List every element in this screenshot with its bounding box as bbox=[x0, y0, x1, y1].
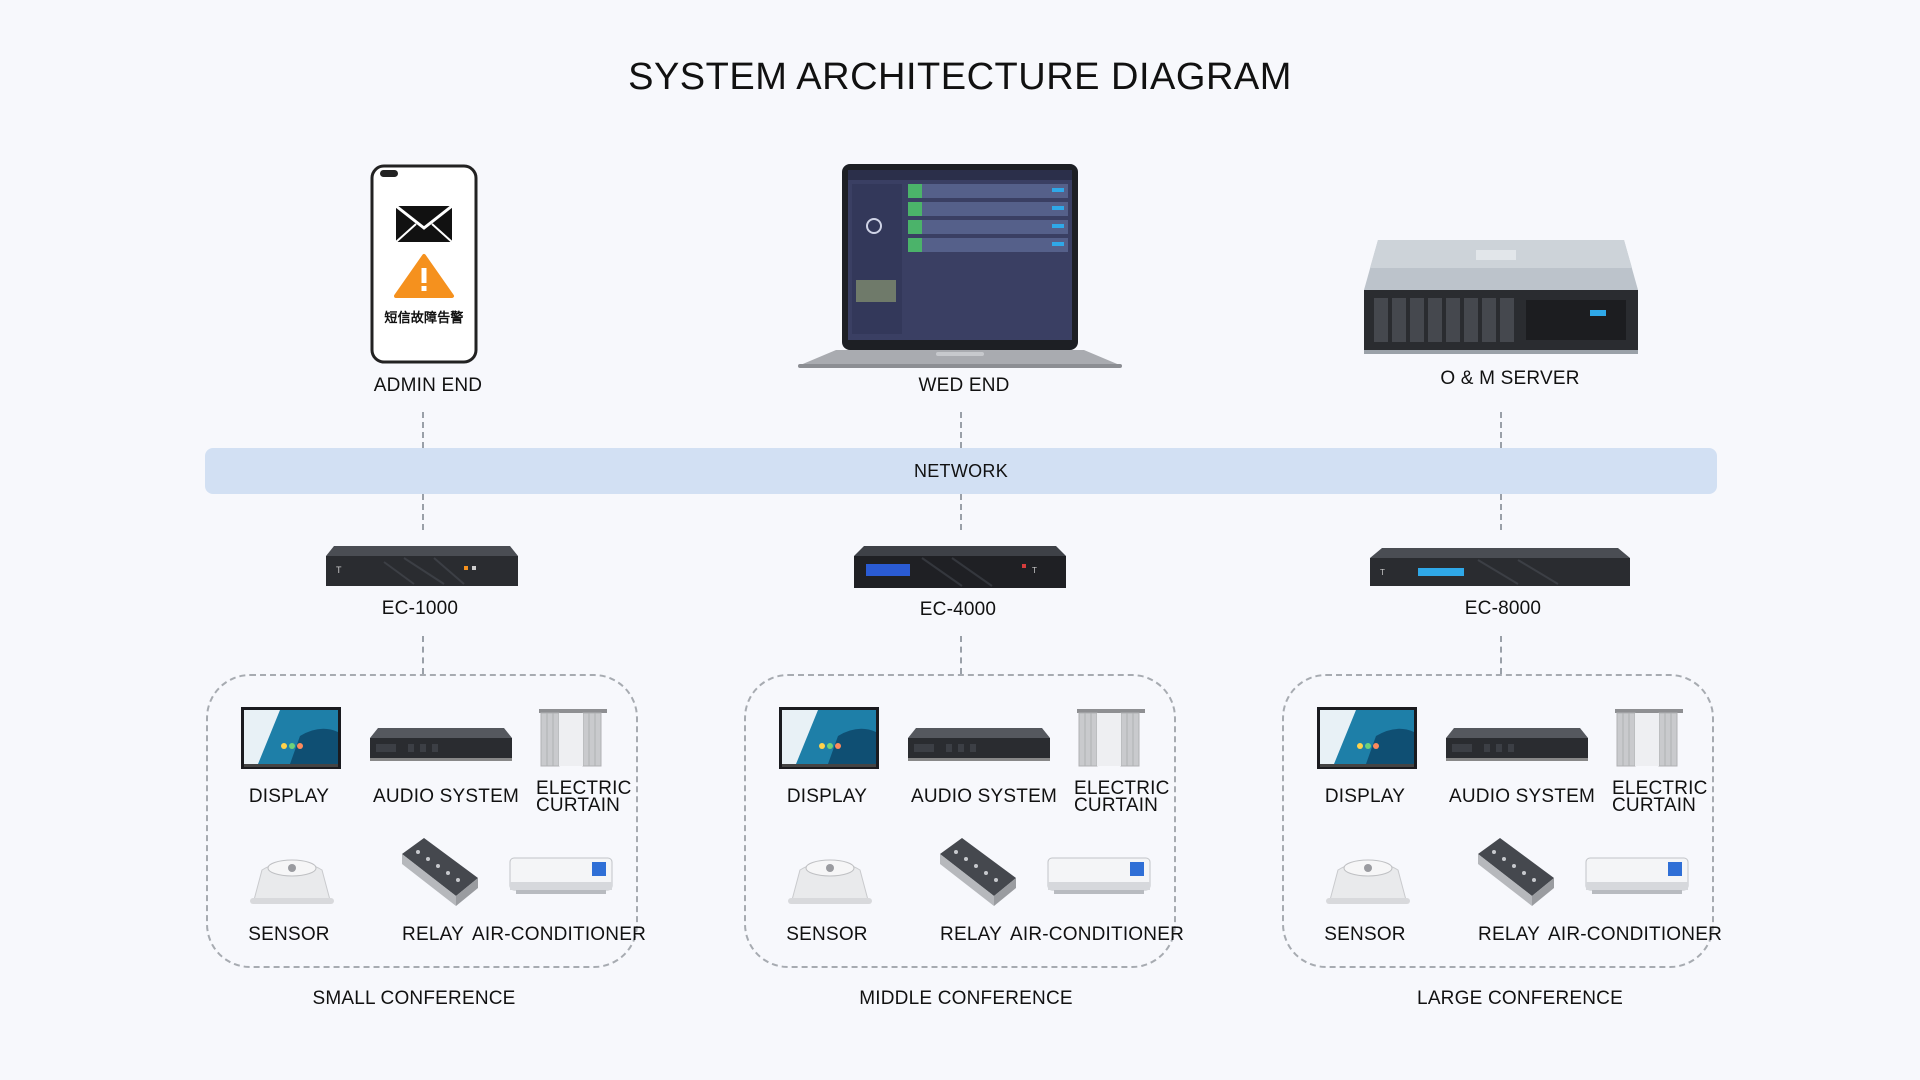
connector-admin-network bbox=[422, 412, 424, 448]
diagram-title: SYSTEM ARCHITECTURE DIAGRAM bbox=[628, 56, 1292, 98]
network-label: NETWORK bbox=[913, 460, 1009, 481]
controller-box-icon: T bbox=[1368, 544, 1632, 590]
phone-alert-text: 短信故障告警 bbox=[384, 310, 464, 325]
relay-label: RELAY bbox=[940, 924, 1002, 945]
connector-ec1000-room bbox=[422, 636, 424, 674]
relay-label: RELAY bbox=[1478, 924, 1540, 945]
network-bar: NETWORK bbox=[205, 448, 1717, 494]
audio-amplifier-icon bbox=[906, 724, 1052, 764]
ceiling-sensor-icon bbox=[784, 840, 876, 912]
connector-ec4000-room bbox=[960, 636, 962, 674]
svg-text:T: T bbox=[336, 565, 342, 575]
audio-amplifier-icon bbox=[368, 724, 514, 764]
connector-network-ec1000 bbox=[422, 494, 424, 530]
om-server-label: O & M SERVER bbox=[1440, 368, 1580, 389]
sensor-label: SENSOR bbox=[786, 924, 868, 945]
ec1000-label: EC-1000 bbox=[381, 598, 459, 619]
sensor-label: SENSOR bbox=[248, 924, 330, 945]
air-conditioner-icon bbox=[508, 856, 614, 898]
room-zone-middle bbox=[744, 674, 1176, 968]
curtain-icon bbox=[1614, 708, 1684, 768]
electric-curtain-label-line-1: ELECTRIC bbox=[1074, 778, 1170, 799]
electric-curtain-label-line-1: ELECTRIC bbox=[1612, 778, 1708, 799]
air-conditioner-label: AIR-CONDITIONER bbox=[1548, 924, 1722, 945]
display-screen-icon bbox=[240, 706, 342, 770]
web-end-label: WED END bbox=[918, 375, 1010, 396]
room-name-large: LARGE CONFERENCE bbox=[1417, 988, 1623, 1009]
electric-curtain-label-line-1: ELECTRIC bbox=[536, 778, 632, 799]
room-name-middle: MIDDLE CONFERENCE bbox=[859, 988, 1073, 1009]
room-name-small: SMALL CONFERENCE bbox=[312, 988, 516, 1009]
relay-module-icon bbox=[932, 834, 1018, 910]
air-conditioner-icon bbox=[1584, 856, 1690, 898]
connector-network-ec8000 bbox=[1500, 494, 1502, 530]
ec8000-label: EC-8000 bbox=[1464, 598, 1542, 619]
electric-curtain-label-line-2: CURTAIN bbox=[1074, 795, 1159, 816]
room-zone-small bbox=[206, 674, 638, 968]
sensor-label: SENSOR bbox=[1324, 924, 1406, 945]
laptop-dashboard-icon bbox=[796, 162, 1124, 368]
relay-module-icon bbox=[394, 834, 480, 910]
display-label: DISPLAY bbox=[248, 786, 330, 807]
connector-web-network bbox=[960, 412, 962, 448]
controller-box-icon: T bbox=[324, 542, 520, 590]
relay-label: RELAY bbox=[402, 924, 464, 945]
ec4000-label: EC-4000 bbox=[919, 599, 997, 620]
room-zone-large bbox=[1282, 674, 1714, 968]
rack-server-icon bbox=[1356, 238, 1646, 358]
curtain-icon bbox=[538, 708, 608, 768]
ceiling-sensor-icon bbox=[1322, 840, 1414, 912]
ceiling-sensor-icon bbox=[246, 840, 338, 912]
relay-module-icon bbox=[1470, 834, 1556, 910]
svg-text:T: T bbox=[1380, 568, 1385, 577]
svg-text:T: T bbox=[1032, 566, 1037, 575]
connector-network-ec4000 bbox=[960, 494, 962, 530]
electric-curtain-label-line-2: CURTAIN bbox=[536, 795, 621, 816]
display-label: DISPLAY bbox=[1324, 786, 1406, 807]
display-screen-icon bbox=[1316, 706, 1418, 770]
audio-system-label: AUDIO SYSTEM bbox=[911, 786, 1057, 807]
air-conditioner-icon bbox=[1046, 856, 1152, 898]
electric-curtain-label-line-2: CURTAIN bbox=[1612, 795, 1697, 816]
air-conditioner-label: AIR-CONDITIONER bbox=[472, 924, 646, 945]
audio-amplifier-icon bbox=[1444, 724, 1590, 764]
controller-box-icon: T bbox=[852, 542, 1068, 592]
audio-system-label: AUDIO SYSTEM bbox=[1449, 786, 1595, 807]
audio-system-label: AUDIO SYSTEM bbox=[373, 786, 519, 807]
air-conditioner-label: AIR-CONDITIONER bbox=[1010, 924, 1184, 945]
connector-server-network bbox=[1500, 412, 1502, 448]
admin-end-label: ADMIN END bbox=[373, 375, 483, 396]
phone-alert-icon bbox=[370, 164, 478, 364]
display-screen-icon bbox=[778, 706, 880, 770]
connector-ec8000-room bbox=[1500, 636, 1502, 674]
curtain-icon bbox=[1076, 708, 1146, 768]
display-label: DISPLAY bbox=[786, 786, 868, 807]
